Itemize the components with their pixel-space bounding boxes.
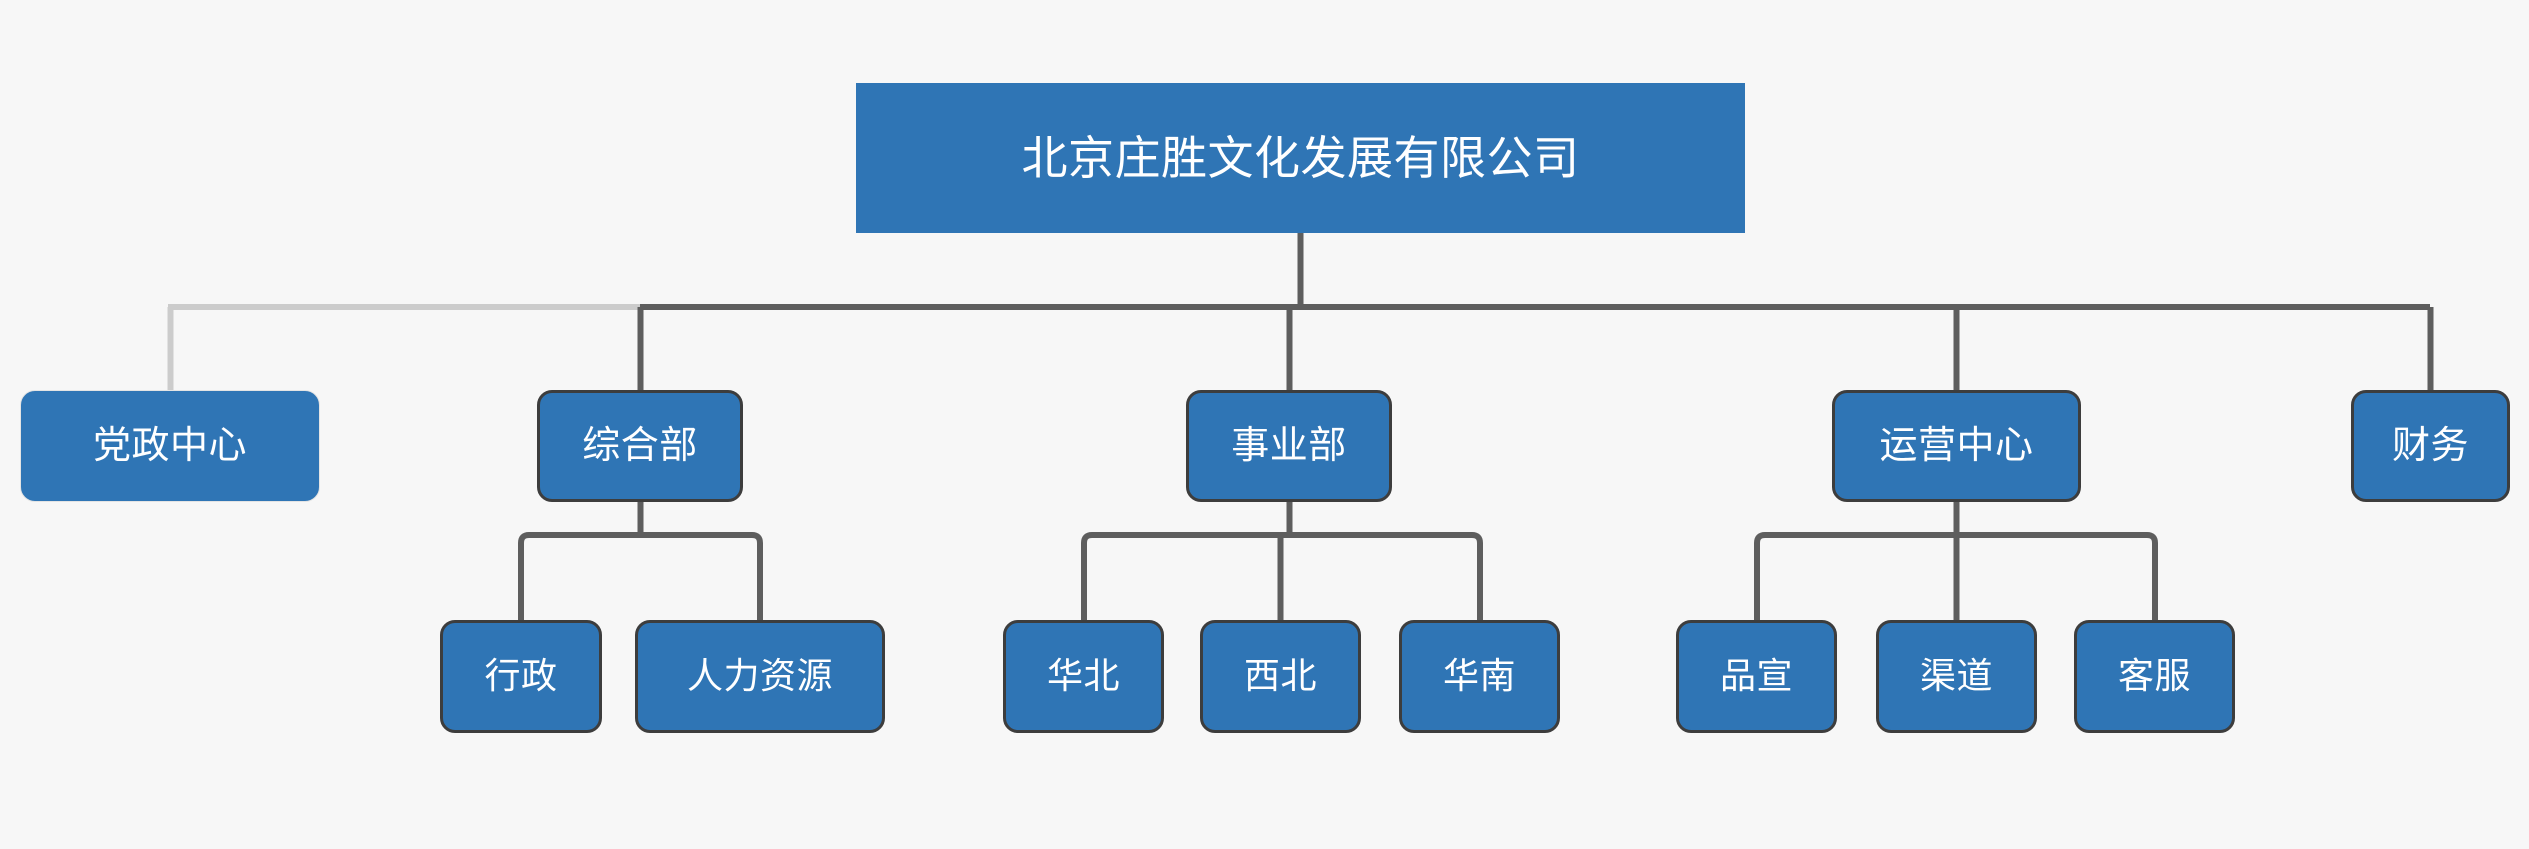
node-label: 党政中心 xyxy=(92,423,247,468)
node-huanan[interactable]: 华南 xyxy=(1399,620,1560,733)
connector-yunying-elbow-left xyxy=(1754,532,1957,620)
node-huabei[interactable]: 华北 xyxy=(1003,620,1164,733)
node-label: 西北 xyxy=(1243,655,1317,697)
node-label: 运营中心 xyxy=(1879,423,2034,468)
node-kefu[interactable]: 客服 xyxy=(2074,620,2235,733)
node-root-company[interactable]: 北京庄胜文化发展有限公司 xyxy=(856,83,1745,233)
node-qudao[interactable]: 渠道 xyxy=(1876,620,2037,733)
connector-yunying-elbow-right xyxy=(1956,532,2158,620)
node-label: 品宣 xyxy=(1719,655,1793,697)
node-pinxuan[interactable]: 品宣 xyxy=(1676,620,1837,733)
node-label: 人力资源 xyxy=(686,655,833,697)
node-label: 北京庄胜文化发展有限公司 xyxy=(1021,130,1580,185)
node-xingzheng[interactable]: 行政 xyxy=(440,620,602,733)
node-label: 客服 xyxy=(2117,655,2191,697)
node-label: 综合部 xyxy=(582,423,698,468)
node-shiye-bu[interactable]: 事业部 xyxy=(1186,390,1392,502)
node-xibei[interactable]: 西北 xyxy=(1200,620,1361,733)
node-zonghe-bu[interactable]: 综合部 xyxy=(537,390,743,502)
node-label: 华北 xyxy=(1046,655,1120,697)
node-label: 华南 xyxy=(1442,655,1516,697)
connector-shiyebu-elbow-right xyxy=(1289,532,1483,620)
node-renli-ziyuan[interactable]: 人力资源 xyxy=(635,620,885,733)
node-label: 渠道 xyxy=(1919,655,1993,697)
connector-shiyebu-elbow-left xyxy=(1081,532,1290,620)
node-yunying-zhongxin[interactable]: 运营中心 xyxy=(1832,390,2081,502)
connector-zonghebu-elbow-right xyxy=(640,532,763,620)
node-dangzheng-zhongxin[interactable]: 党政中心 xyxy=(20,390,320,502)
node-label: 行政 xyxy=(484,655,558,697)
node-caiwu[interactable]: 财务 xyxy=(2351,390,2510,502)
node-label: 事业部 xyxy=(1231,423,1347,468)
connector-zonghebu-elbow-left xyxy=(518,532,641,620)
node-label: 财务 xyxy=(2391,423,2469,468)
